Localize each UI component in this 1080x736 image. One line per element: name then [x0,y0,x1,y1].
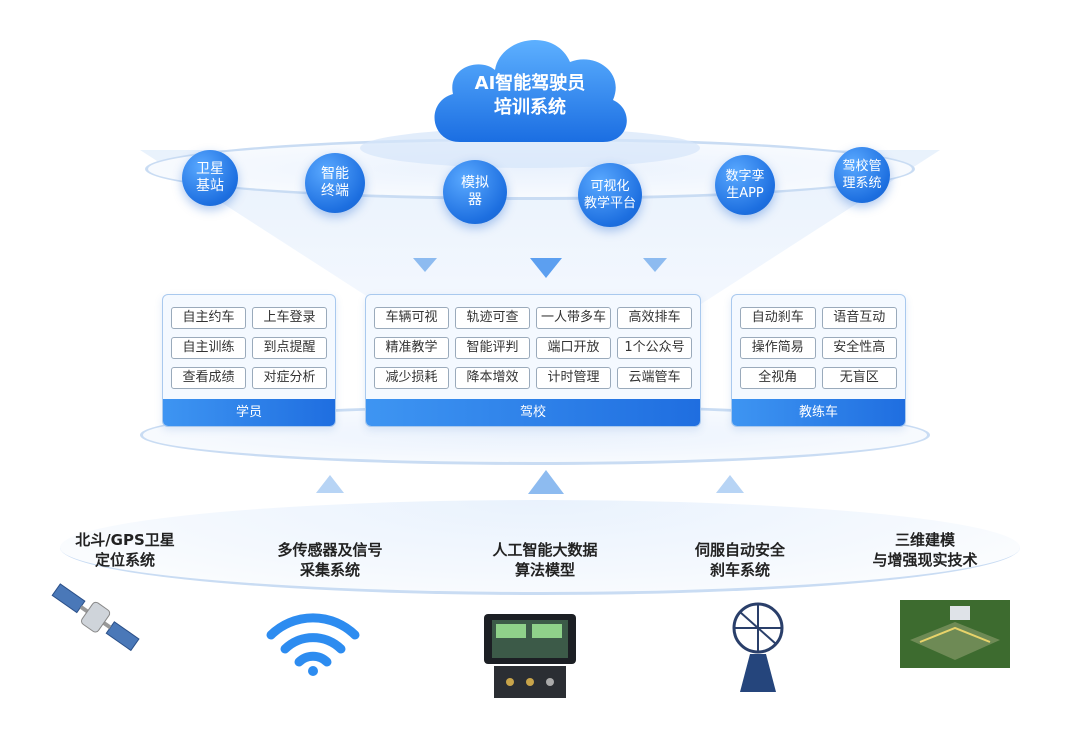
node-label: 理系统 [842,176,882,191]
node-label: 终端 [321,183,349,199]
panel-coach-car: 自动刹车 语音互动 操作简易 安全性高 全视角 无盲区 教练车 [731,294,906,427]
node-label: 教学平台 [583,196,636,211]
tag: 操作简易 [740,337,816,359]
tag: 自动刹车 [740,307,816,329]
node-label: 模拟 [461,175,489,191]
tag: 智能评判 [455,337,530,359]
tag: 一人带多车 [536,307,611,329]
arrow-down-icon [413,258,437,272]
label-line: 人工智能大数据 [492,541,598,559]
tag: 精准教学 [374,337,449,359]
tag: 无盲区 [821,367,897,389]
tag: 安全性高 [821,337,897,359]
tag: 降本增效 [455,367,530,389]
node-visual-teaching-platform[interactable]: 可视化教学平台 [578,163,642,227]
tag: 查看成绩 [171,367,246,389]
wifi-signal-icon [266,613,360,676]
node-smart-terminal[interactable]: 智能终端 [305,153,365,213]
label-line: 采集系统 [299,561,360,579]
node-label: 卫星 [196,161,224,177]
cloud-icon [434,40,627,142]
cloud-title: AI智能驾驶员 培训系统 [425,22,635,147]
panel-title: 驾校 [366,399,700,426]
tag: 全视角 [740,367,816,389]
node-label: 驾校管 [842,159,882,174]
cloud-title-line1: AI智能驾驶员 [474,73,586,94]
label-line: 刹车系统 [709,561,770,579]
tag: 轨迹可查 [455,307,530,329]
panel-driving-school: 车辆可视 轨迹可查 一人带多车 高效排车 精准教学 智能评判 端口开放 1个公众… [365,294,701,427]
label-line: 定位系统 [94,551,155,569]
arrow-down-icon [530,258,562,278]
tag: 上车登录 [252,307,327,329]
node-satellite-base[interactable]: 卫星基站 [182,150,238,206]
arrow-down-icon [643,258,667,272]
3d-model-image [900,600,1010,668]
tag: 云端管车 [617,367,692,389]
tag: 1个公众号 [617,337,692,359]
tag: 高效排车 [617,307,692,329]
radar-antenna-icon [732,602,784,692]
node-label: 生APP [726,186,764,201]
tag: 对症分析 [252,367,327,389]
tag: 自主约车 [171,307,246,329]
terminal-device-icon [484,614,576,698]
label-line: 多传感器及信号 [277,541,383,559]
panel-title: 教练车 [732,399,905,426]
arrow-up-icon [528,470,564,494]
label-line: 伺服自动安全 [694,541,785,559]
tag: 车辆可视 [374,307,449,329]
tag: 自主训练 [171,337,246,359]
node-label: 智能 [321,166,349,182]
tag: 计时管理 [536,367,611,389]
panel-title: 学员 [163,399,335,426]
tech-label-ai-bigdata: 人工智能大数据算法模型 [465,540,625,580]
node-label: 基站 [196,178,224,194]
panel-student: 自主约车 上车登录 自主训练 到点提醒 查看成绩 对症分析 学员 [162,294,336,427]
cloud-title-line2: 培训系统 [494,97,566,118]
tag: 到点提醒 [252,337,327,359]
node-simulator[interactable]: 模拟器 [443,160,507,224]
node-label: 可视化 [590,179,630,194]
tech-label-beidou: 北斗/GPS卫星定位系统 [45,530,205,570]
satellite-icon [51,583,140,652]
label-line: 三维建模 [894,531,955,549]
tech-label-sensors: 多传感器及信号采集系统 [250,540,410,580]
label-line: 与增强现实技术 [872,551,978,569]
bottom-ring [60,500,1020,595]
arrow-up-icon [316,475,344,493]
node-label: 数字孪 [725,169,765,184]
tech-label-3d-ar: 三维建模与增强现实技术 [845,530,1005,570]
label-line: 北斗/GPS卫星 [75,531,175,549]
node-school-management-system[interactable]: 驾校管理系统 [834,147,890,203]
tag: 减少损耗 [374,367,449,389]
tag: 端口开放 [536,337,611,359]
arrow-up-icon [716,475,744,493]
label-line: 算法模型 [514,561,575,579]
tag: 语音互动 [821,307,897,329]
node-digital-twin-app[interactable]: 数字孪生APP [715,155,775,215]
tech-label-servo-brake: 伺服自动安全刹车系统 [660,540,820,580]
node-label: 器 [468,192,482,208]
